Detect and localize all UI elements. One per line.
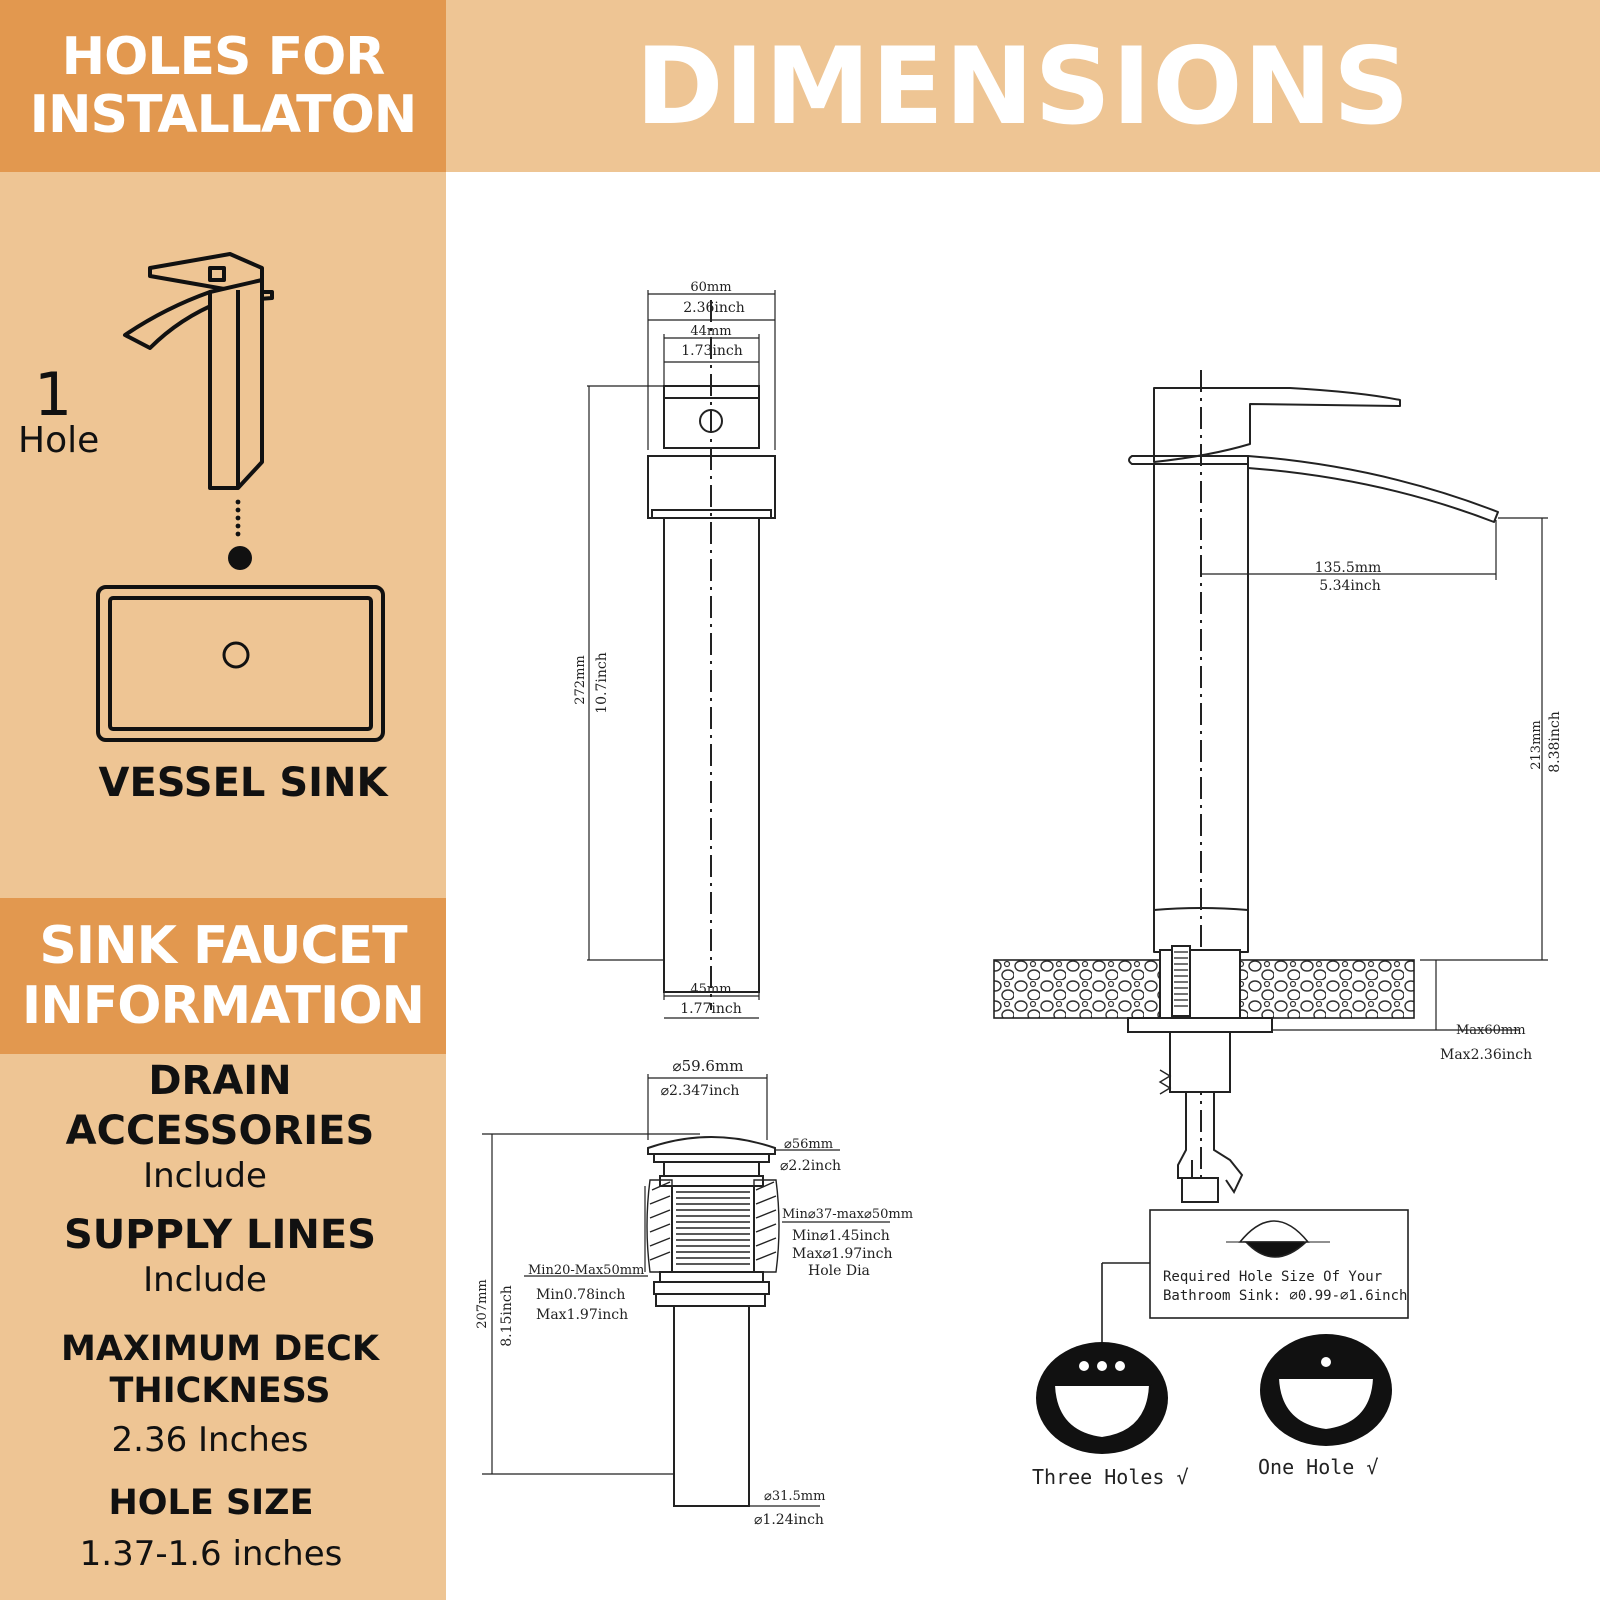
three-hole-sink-icon [1036,1342,1168,1454]
drain-thread [676,1191,750,1265]
drain-height-in: 8.15inch [499,1285,515,1347]
drain-hole-mm: Min⌀37-max⌀50mm [782,1207,913,1222]
info-header-line1: SINK FAUCET [39,916,407,976]
deck-mm: Max60mm [1456,1023,1526,1038]
dim-top-width-in: 2.36inch [683,300,745,316]
one-hole-label: One Hole √ [1258,1455,1378,1479]
side-view-dimension-lines [1201,517,1548,1031]
dim-base-width-mm: 45mm [690,982,731,997]
spout-height-mm: 213mm [1529,720,1544,769]
reach-mm: 135.5mm [1315,560,1382,576]
dim-inner-width-in: 1.73inch [681,343,743,359]
supply-title: SUPPLY LINES [63,1212,377,1258]
dim-height-mm: 272mm [573,655,588,704]
hole-size-title: HOLE SIZE [108,1483,314,1523]
drain-cap-in: ⌀2.347inch [661,1083,740,1099]
required-line1: Required Hole Size Of Your [1163,1269,1382,1285]
holes-header-line1: HOLES FOR [61,27,386,87]
holes-header-line2: INSTALLATON [29,85,418,145]
deck-title-line2: THICKNESS [109,1371,331,1411]
front-view-dimension-lines [587,290,776,1019]
drain-thick-min-in: Min0.78inch [536,1287,625,1303]
supply-lines-info: SUPPLY LINES Include [0,1210,440,1300]
deck-thickness-info: MAXIMUM DECK THICKNESS 2.36 Inches [0,1328,440,1460]
deck-value: 2.36 Inches [111,1420,309,1460]
drain-flange-in: ⌀2.2inch [780,1158,841,1174]
drain-thick-max-in: Max1.97inch [536,1307,628,1323]
dim-height-in: 10.7inch [594,652,610,714]
drain-hole-max-in: Max⌀1.97inch [792,1246,893,1262]
drain-accessories-info: DRAIN ACCESSORIES Include [0,1056,440,1196]
drain-title-line1: DRAIN [148,1058,292,1104]
mounting-hardware [1127,945,1273,1203]
install-dots [228,499,252,570]
drain-hole-min-in: Min⌀1.45inch [792,1228,890,1244]
front-view-faucet [647,300,776,1010]
drain-value: Include [143,1156,267,1196]
vessel-sink-icon [96,585,385,742]
drain-thick-mm: Min20-Max50mm [528,1263,644,1278]
drain-title-line2: ACCESSORIES [65,1108,375,1154]
vessel-sink-illustration [96,252,385,742]
dim-top-width-mm: 60mm [690,280,731,295]
holes-header: HOLES FOR INSTALLATON [0,0,446,172]
dimension-drawing: 60mm 2.36inch 44mm 1.73inch 272mm 10.7in… [475,280,1563,1528]
dim-base-width-in: 1.77inch [680,1001,742,1017]
required-line2: Bathroom Sink: ⌀0.99-⌀1.6inch [1163,1288,1407,1304]
one-hole-sink-icon [1260,1334,1392,1446]
drain-cap-mm: ⌀59.6mm [673,1057,744,1075]
drain-hole-dia: Hole Dia [808,1263,870,1279]
reach-in: 5.34inch [1319,578,1381,594]
dim-inner-width-mm: 44mm [690,324,731,339]
hole-size-value: 1.37-1.6 inches [79,1534,343,1574]
drain-height-mm: 207mm [475,1279,490,1328]
dimensions-title: DIMENSIONS [635,24,1411,148]
faucet-icon [123,252,274,490]
deck-in: Max2.36inch [1440,1047,1532,1063]
supply-value: Include [143,1260,267,1300]
hole-count: 1 [34,360,73,430]
dimensions-header: DIMENSIONS [446,0,1600,172]
drain-dimension-lines [482,1074,890,1507]
three-holes-label: Three Holes √ [1032,1465,1189,1489]
drain-pipe-in: ⌀1.24inch [754,1512,824,1528]
drain-pipe-mm: ⌀31.5mm [764,1489,825,1504]
required-hole-box [1101,1209,1409,1360]
spout-height-in: 8.38inch [1547,711,1563,773]
hole-word: Hole [18,420,100,461]
deck-title-line1: MAXIMUM DECK [61,1329,379,1369]
drain-flange-mm: ⌀56mm [784,1137,833,1152]
info-header-line2: INFORMATION [21,976,425,1036]
sink-section-hatch [646,1179,780,1273]
vessel-sink-label: VESSEL SINK [98,760,388,806]
info-header: SINK FAUCET INFORMATION [0,898,446,1054]
hole-size-info: HOLE SIZE 1.37-1.6 inches [0,1482,440,1574]
